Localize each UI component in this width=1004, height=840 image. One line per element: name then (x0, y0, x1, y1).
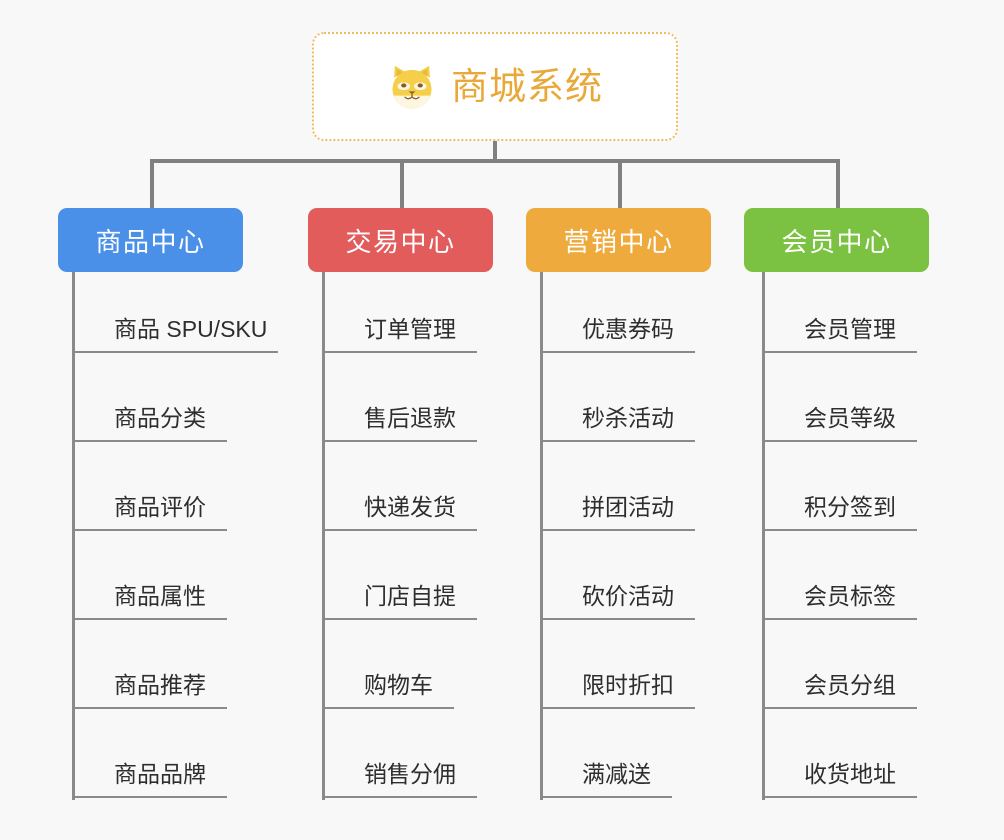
branch-stem-1 (72, 272, 75, 800)
leaf-item-4-6[interactable]: 收货地址 (762, 709, 917, 798)
leaf-label: 商品评价 (114, 494, 206, 520)
connector-drop-1 (150, 159, 154, 208)
leaf-label: 购物车 (364, 672, 433, 698)
shiba-inu-face-icon (392, 65, 432, 110)
leaf-item-3-3[interactable]: 拼团活动 (540, 442, 695, 531)
leaf-item-3-4[interactable]: 砍价活动 (540, 531, 695, 620)
leaf-label: 收货地址 (804, 761, 896, 787)
leaf-item-1-2[interactable]: 商品分类 (72, 353, 227, 442)
leaf-item-3-6[interactable]: 满减送 (540, 709, 672, 798)
leaf-item-4-2[interactable]: 会员等级 (762, 353, 917, 442)
leaf-label: 拼团活动 (582, 494, 674, 520)
leaf-label: 秒杀活动 (582, 405, 674, 431)
leaf-label: 商品属性 (114, 583, 206, 609)
leaf-item-2-1[interactable]: 订单管理 (322, 264, 477, 353)
leaf-label: 会员管理 (804, 316, 896, 342)
connector-horizontal-bus (150, 159, 840, 163)
leaf-label: 快递发货 (364, 494, 456, 520)
leaf-label: 会员分组 (804, 672, 896, 698)
category-box-2[interactable]: 交易中心 (308, 208, 493, 272)
leaf-item-1-4[interactable]: 商品属性 (72, 531, 227, 620)
branch-stem-3 (540, 272, 543, 800)
leaf-item-4-4[interactable]: 会员标签 (762, 531, 917, 620)
leaf-item-2-6[interactable]: 销售分佣 (322, 709, 477, 798)
leaf-label: 订单管理 (364, 316, 456, 342)
leaf-item-2-3[interactable]: 快递发货 (322, 442, 477, 531)
leaf-label: 商品推荐 (114, 672, 206, 698)
branch-stem-4 (762, 272, 765, 800)
leaf-label: 门店自提 (364, 583, 456, 609)
connector-root-stem (493, 141, 497, 163)
leaf-item-1-3[interactable]: 商品评价 (72, 442, 227, 531)
leaf-item-4-1[interactable]: 会员管理 (762, 264, 917, 353)
leaf-label: 积分签到 (804, 494, 896, 520)
leaf-item-2-5[interactable]: 购物车 (322, 620, 454, 709)
connector-drop-3 (618, 159, 622, 208)
leaf-item-1-5[interactable]: 商品推荐 (72, 620, 227, 709)
leaf-label: 商品分类 (114, 405, 206, 431)
connector-drop-2 (400, 159, 404, 208)
category-box-1[interactable]: 商品中心 (58, 208, 243, 272)
leaf-label: 限时折扣 (582, 672, 674, 698)
leaf-label: 会员等级 (804, 405, 896, 431)
root-node[interactable]: 商城系统 (312, 32, 678, 141)
leaf-label: 优惠券码 (582, 316, 674, 342)
leaf-item-3-2[interactable]: 秒杀活动 (540, 353, 695, 442)
leaf-label: 商品品牌 (114, 761, 206, 787)
leaf-label: 会员标签 (804, 583, 896, 609)
leaf-item-1-6[interactable]: 商品品牌 (72, 709, 227, 798)
root-title: 商城系统 (451, 66, 603, 107)
leaf-label: 商品 SPU/SKU (114, 316, 268, 342)
leaf-item-3-5[interactable]: 限时折扣 (540, 620, 695, 709)
connector-drop-4 (836, 159, 840, 208)
leaf-item-2-4[interactable]: 门店自提 (322, 531, 477, 620)
leaf-item-2-2[interactable]: 售后退款 (322, 353, 477, 442)
leaf-label: 满减送 (582, 761, 651, 787)
leaf-item-1-1[interactable]: 商品 SPU/SKU (72, 264, 278, 353)
category-box-4[interactable]: 会员中心 (744, 208, 929, 272)
category-box-3[interactable]: 营销中心 (526, 208, 711, 272)
leaf-item-3-1[interactable]: 优惠券码 (540, 264, 695, 353)
leaf-label: 售后退款 (364, 405, 456, 431)
leaf-item-4-3[interactable]: 积分签到 (762, 442, 917, 531)
leaf-item-4-5[interactable]: 会员分组 (762, 620, 917, 709)
leaf-label: 砍价活动 (582, 583, 674, 609)
branch-stem-2 (322, 272, 325, 800)
leaf-label: 销售分佣 (364, 761, 456, 787)
